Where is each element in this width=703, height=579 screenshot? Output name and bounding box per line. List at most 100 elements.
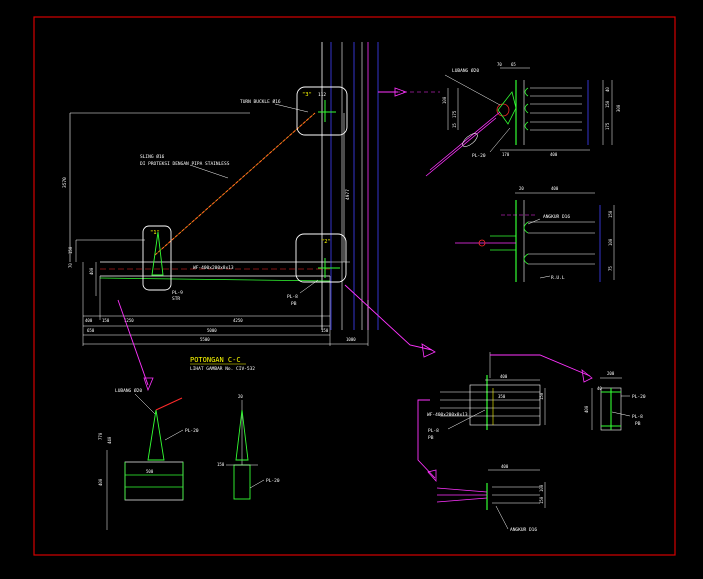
pl8-label: PL-8 bbox=[428, 428, 439, 434]
dim-bottom-e: 650 bbox=[87, 328, 95, 333]
dim-65: 65 bbox=[511, 62, 516, 67]
section-arrow bbox=[117, 299, 149, 386]
detail-mid-right: ANGKUR D16 R.U.L 20 400 150 100 75 bbox=[455, 186, 615, 282]
dim-175-left: 175 bbox=[452, 110, 457, 118]
leader-line bbox=[444, 74, 501, 106]
detail-bottom-right: WF-400x200x8x13 PL-8 PB 400 350 150 400 … bbox=[417, 352, 593, 533]
dim-440: 440 bbox=[107, 436, 112, 444]
drawing-frame bbox=[33, 16, 676, 556]
sling-line bbox=[429, 111, 501, 171]
pl9-label: PL-9 bbox=[172, 290, 183, 296]
sling-note-label: DI PROTEKSI DENGAN PIPA STAINLESS bbox=[140, 161, 230, 167]
dim-100: 100 bbox=[539, 484, 544, 492]
dim-40: 40 bbox=[597, 386, 602, 391]
pl8-label: PL-8 bbox=[287, 294, 298, 300]
dim-bottom-b: 150 bbox=[102, 318, 110, 323]
pin bbox=[478, 239, 486, 247]
dim-20: 20 bbox=[238, 394, 243, 399]
dim-150: 150 bbox=[217, 462, 225, 467]
anchor-bolts bbox=[492, 486, 540, 504]
dim-175-right: 175 bbox=[605, 122, 610, 130]
section-arrowhead bbox=[421, 343, 436, 358]
dim-400: 400 bbox=[98, 478, 103, 486]
leader-line bbox=[189, 164, 229, 179]
beam-flange-line bbox=[99, 277, 331, 282]
dim-height-right: 4977 bbox=[345, 189, 351, 200]
dim-400: 400 bbox=[551, 186, 559, 191]
gusset-plate bbox=[497, 91, 517, 125]
sling-line bbox=[425, 117, 497, 177]
dim-150: 150 bbox=[608, 210, 613, 218]
gusset-plate bbox=[235, 409, 249, 461]
detail-top-right: LUBANG Ø20 PL-20 70 65 100 175 15 170 40… bbox=[425, 62, 621, 177]
dim-400: 400 bbox=[584, 405, 589, 413]
pl20-label: PL-20 bbox=[472, 153, 486, 159]
sling-lines bbox=[436, 487, 488, 503]
dim-200: 200 bbox=[607, 371, 615, 376]
leader-line bbox=[299, 279, 319, 294]
leader-line bbox=[249, 479, 265, 489]
dim-15: 15 bbox=[452, 123, 457, 128]
dim-150-b: 150 bbox=[539, 496, 544, 504]
turnbuckle-shape bbox=[462, 133, 478, 147]
dim-bottom-i: 1000 bbox=[346, 337, 356, 342]
section-arrowhead bbox=[143, 377, 154, 392]
dim-bottom-c: 1250 bbox=[124, 318, 134, 323]
dim-100: 100 bbox=[608, 238, 613, 246]
dim-500: 500 bbox=[146, 469, 154, 474]
beam-label: WF-400x200x8x13 bbox=[193, 265, 234, 271]
dim-400-top: 400 bbox=[500, 374, 508, 379]
pl20-label: PL-20 bbox=[266, 478, 280, 484]
dim-400-bottom: 400 bbox=[501, 464, 509, 469]
detail-mark-3-ref: 112 bbox=[318, 92, 326, 98]
dim-left-small-3: 400 bbox=[89, 267, 94, 275]
detail-mark-2: "2" bbox=[321, 239, 331, 245]
dim-770: 770 bbox=[98, 432, 103, 440]
dim-75: 75 bbox=[608, 266, 613, 271]
str-label: STR bbox=[172, 296, 180, 302]
sling-stub bbox=[155, 397, 183, 411]
dim-300: 300 bbox=[616, 104, 621, 112]
pl8-label: PL-8 bbox=[632, 414, 643, 420]
detail-bubble-3 bbox=[296, 86, 348, 136]
leader-line bbox=[134, 393, 156, 415]
sling-cable-core bbox=[154, 112, 316, 256]
anchor-bolts bbox=[530, 87, 582, 131]
pl8-sub-label: PB bbox=[291, 301, 297, 307]
dim-height-total: 3570 bbox=[62, 177, 68, 188]
section-arrow bbox=[490, 354, 591, 377]
dim-bottom-d: 4250 bbox=[233, 318, 243, 323]
leader-line bbox=[611, 411, 631, 417]
anchor-label: ANGKUR D16 bbox=[510, 527, 537, 533]
detail-bubble-2 bbox=[295, 233, 347, 283]
dim-bottom-a: 400 bbox=[85, 318, 93, 323]
section-arrowhead bbox=[427, 469, 437, 483]
section-title: POTONGAN C-C bbox=[190, 356, 241, 364]
dim-150-a: 150 bbox=[539, 392, 544, 400]
detail-far-right: 200 40 400 PL-20 PL-8 PB bbox=[584, 371, 646, 431]
dim-150: 150 bbox=[605, 100, 610, 108]
beam-label: WF-400x200x8x13 bbox=[427, 412, 468, 418]
section-arrow bbox=[344, 284, 433, 351]
dim-40: 40 bbox=[605, 87, 610, 92]
section-mid: 20 150 PL-20 bbox=[217, 394, 280, 500]
leader-line bbox=[447, 409, 486, 430]
rul-label: R.U.L bbox=[551, 275, 565, 281]
detail-bubble-1 bbox=[142, 225, 172, 291]
section-subtitle: LIHAT GAMBAR No. CIV-532 bbox=[190, 366, 255, 372]
main-elevation: "1" "2" "3" 112 TURN BUCKLE Ø16 SLING Ø1… bbox=[62, 42, 440, 392]
pl20-label: PL-20 bbox=[632, 394, 646, 400]
dim-70: 70 bbox=[497, 62, 502, 67]
dim-20: 20 bbox=[519, 186, 524, 191]
plate-box bbox=[469, 384, 541, 426]
section-left: LUBANG Ø20 PL-20 770 440 500 400 bbox=[98, 387, 199, 530]
detail-mark-1: "1" bbox=[150, 230, 160, 236]
dim-170: 170 bbox=[502, 152, 510, 157]
dim-left-small-2: 70 bbox=[68, 263, 73, 268]
pb-label: PB bbox=[428, 435, 434, 441]
pl20-label: PL-20 bbox=[185, 428, 199, 434]
leader-line bbox=[274, 103, 309, 113]
turn-buckle-label: TURN BUCKLE Ø16 bbox=[240, 98, 281, 105]
gusset-plate-1 bbox=[151, 231, 164, 276]
